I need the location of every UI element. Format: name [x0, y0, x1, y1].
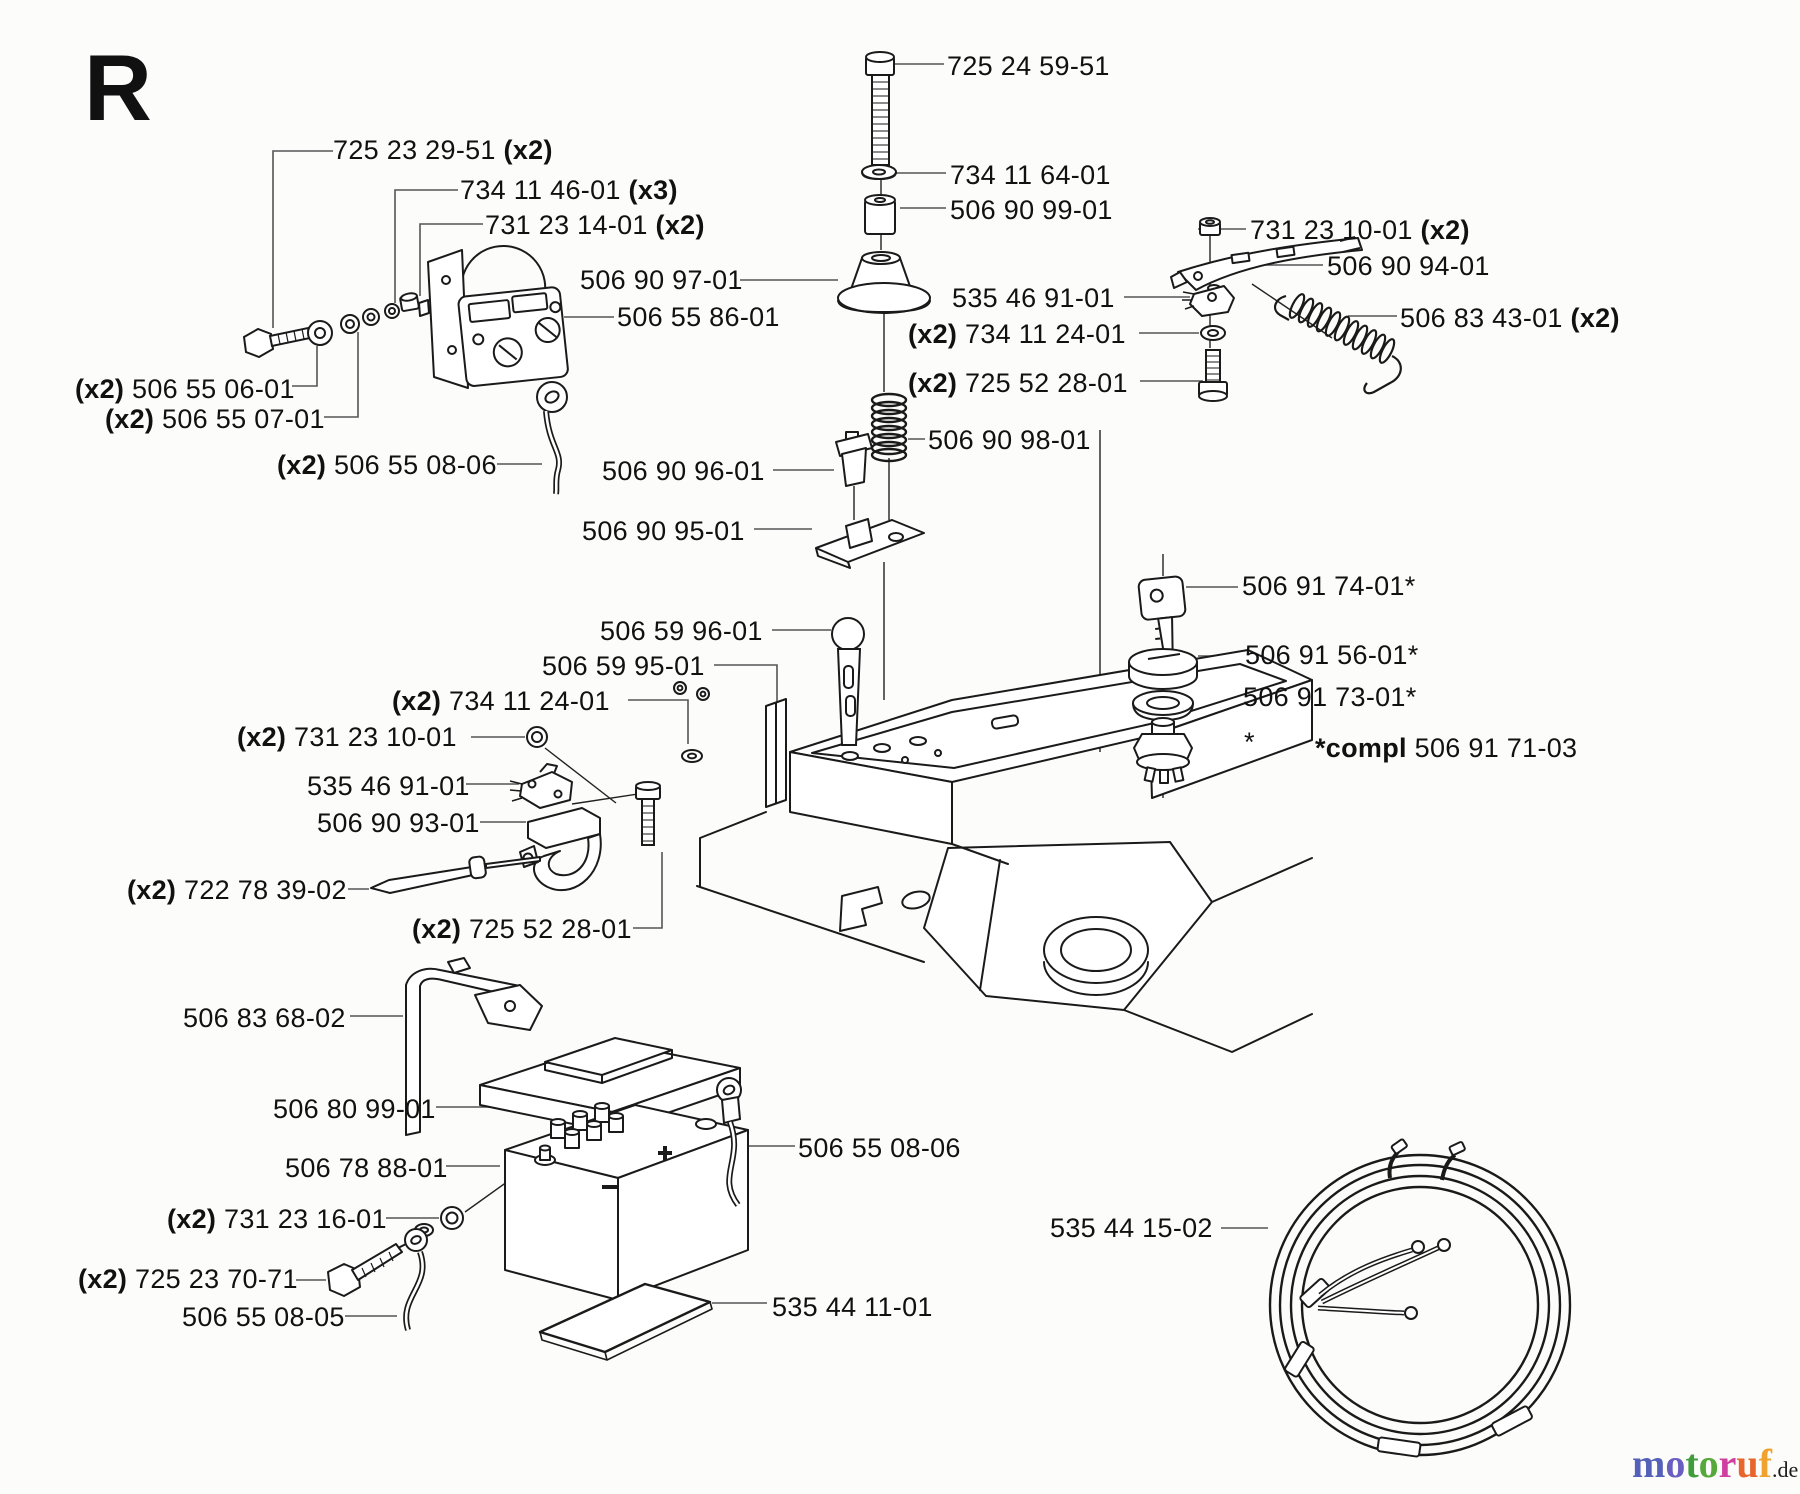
part-label-725-52-28-01: (x2) 725 52 28-01 — [412, 914, 632, 944]
logo-letter: t — [1685, 1441, 1699, 1486]
pin-722783902 — [370, 855, 541, 894]
part-label-731-23-16-01: (x2) 731 23 16-01 — [167, 1204, 387, 1234]
logo-letter: o — [1665, 1441, 1686, 1486]
washer-734112401-top — [1200, 325, 1226, 341]
bracket-535469101-top — [1182, 284, 1235, 317]
part-label-506-83-68-02: 506 83 68-02 — [183, 1003, 346, 1033]
grommet-506909701 — [837, 251, 931, 314]
part-label-506-90-99-01: 506 90 99-01 — [950, 195, 1113, 225]
part-label-734-11-64-01: 734 11 64-01 — [950, 160, 1111, 190]
part-label-506-55-86-01: 506 55 86-01 — [617, 302, 780, 332]
part-label-725-52-28-01: (x2) 725 52 28-01 — [908, 368, 1128, 398]
logo-letter: u — [1736, 1441, 1759, 1486]
hook-506909301 — [519, 807, 602, 892]
part-label-535-44-15-02: 535 44 15-02 — [1050, 1213, 1213, 1243]
spring-506834301 — [1273, 293, 1402, 395]
ring-506917301 — [1132, 690, 1194, 722]
washers-row — [307, 292, 420, 346]
motoruf-logo: motoruf.de — [1632, 1444, 1798, 1484]
part-label-506-80-99-01: 506 80 99-01 — [273, 1094, 436, 1124]
cap-506915601 — [1128, 648, 1198, 690]
battery-cells — [550, 1102, 624, 1149]
part-label-722-78-39-02: (x2) 722 78 39-02 — [127, 875, 347, 905]
logo-letter: f — [1758, 1441, 1772, 1486]
part-label-: * — [1244, 727, 1255, 757]
washer-734112401-low — [681, 749, 703, 763]
logo-tld: .de — [1772, 1457, 1799, 1482]
battery-506788801 — [504, 1102, 749, 1301]
part-label-506-90-97-01: 506 90 97-01 — [580, 265, 743, 295]
part-label-506-90-98-01: 506 90 98-01 — [928, 425, 1091, 455]
mat-535441101 — [538, 1282, 713, 1361]
key-506917401 — [1137, 575, 1187, 654]
nut-731231001-low — [526, 726, 548, 748]
bolt-725232951 — [242, 326, 312, 359]
spacer-506909901 — [864, 194, 896, 235]
cable-506550805 — [403, 1228, 428, 1331]
part-label-734-11-24-01: (x2) 734 11 24-01 — [392, 686, 610, 716]
leader-lines — [272, 63, 1397, 1317]
part-label-506-55-08-06: 506 55 08-06 — [798, 1133, 961, 1163]
ignition-switch — [1133, 717, 1193, 784]
strap-506836802 — [405, 957, 543, 1136]
chassis-frame — [696, 649, 1313, 1053]
switch-535469101-low — [509, 763, 573, 809]
plate-506909401 — [1170, 236, 1363, 291]
bolt-725237071 — [327, 1241, 411, 1297]
part-label-725-24-59-51: 725 24 59-51 — [947, 51, 1110, 81]
part-label-725-23-29-51: 725 23 29-51 (x2) — [333, 135, 553, 165]
part-label-506-91-74-01: 506 91 74-01* — [1242, 571, 1416, 601]
bolt-725245951 — [865, 51, 895, 166]
part-label-506-59-95-01: 506 59 95-01 — [542, 651, 705, 681]
part-label-506-55-08-05: 506 55 08-05 — [182, 1302, 345, 1332]
part-label-506-78-88-01: 506 78 88-01 — [285, 1153, 448, 1183]
part-label-506-55-07-01: (x2) 506 55 07-01 — [105, 404, 325, 434]
plate-506909501 — [815, 518, 925, 569]
part-label-506-83-43-01: 506 83 43-01 (x2) — [1400, 303, 1620, 333]
part-label-506-55-08-06: (x2) 506 55 08-06 — [277, 450, 497, 480]
part-label-506-90-93-01: 506 90 93-01 — [317, 808, 480, 838]
part-label-535-46-91-01: 535 46 91-01 — [952, 283, 1115, 313]
nut-731231001-top — [1199, 217, 1221, 236]
bushings-506599501 — [673, 681, 710, 701]
part-label-506-90-96-01: 506 90 96-01 — [602, 456, 765, 486]
part-506909601 — [835, 431, 873, 487]
washer-734116401 — [861, 164, 897, 181]
part-label-731-23-10-01: 731 23 10-01 (x2) — [1250, 215, 1470, 245]
part-label-506-55-06-01: (x2) 506 55 06-01 — [75, 374, 295, 404]
spring-506909801 — [870, 392, 908, 463]
part-label-731-23-10-01: (x2) 731 23 10-01 — [237, 722, 457, 752]
part-label-535-44-11-01: 535 44 11-01 — [772, 1292, 933, 1322]
part-label-734-11-46-01: 734 11 46-01 (x3) — [460, 175, 678, 205]
section-letter: R — [84, 35, 153, 140]
part-label-506-90-94-01: 506 90 94-01 — [1327, 251, 1490, 281]
lever-506599601 — [831, 617, 865, 746]
part-label-731-23-14-01: 731 23 14-01 (x2) — [485, 210, 705, 240]
logo-letter: r — [1718, 1441, 1737, 1486]
part-label-535-46-91-01: 535 46 91-01 — [307, 771, 470, 801]
part-label-506-90-95-01: 506 90 95-01 — [582, 516, 745, 546]
solenoid-506558601 — [418, 244, 569, 389]
part-label-506-59-96-01: 506 59 96-01 — [600, 616, 763, 646]
cable-506550806-batt — [716, 1077, 742, 1207]
part-label-725-23-70-71: (x2) 725 23 70-71 — [78, 1264, 298, 1294]
part-label-506-91-71-03: *compl 506 91 71-03 — [1315, 733, 1578, 763]
cable-506550806-top — [536, 381, 568, 495]
bolt-725522801-low — [635, 781, 661, 846]
logo-letter: o — [1698, 1441, 1719, 1486]
logo-letter: m — [1632, 1441, 1666, 1486]
screw-725522801-top — [1198, 349, 1228, 402]
harness-535441502 — [1268, 1138, 1572, 1458]
part-label-734-11-24-01: (x2) 734 11 24-01 — [908, 319, 1126, 349]
part-label-506-91-73-01: 506 91 73-01* — [1243, 682, 1417, 712]
part-label-506-91-56-01: 506 91 56-01* — [1245, 640, 1419, 670]
